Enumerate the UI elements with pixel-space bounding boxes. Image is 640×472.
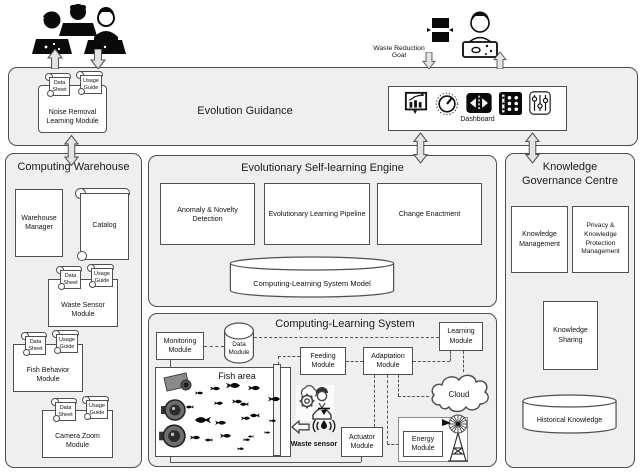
link-adaptation-learning-h [413,361,450,362]
arrow-evolution-warehouse [64,135,79,166]
link-monitoring-data [204,346,224,347]
link-adaptation-energy-v [387,375,388,444]
data-sheet-label: Data Sheet [47,77,70,97]
pump-icon [160,398,186,422]
link-adaptation-cloud-v [398,375,399,396]
data-sheet-label: Data Sheet [58,270,81,290]
evolutionary-learning-pipeline-box: Evolutionary Learning Pipeline [264,183,370,245]
catalog-label: Catalog [77,193,129,261]
sliders-icon [529,91,551,115]
link-adaptation-learning-v [450,351,451,361]
adaptation-module-box: Adaptation Module [363,347,413,375]
privacy-knowledge-protection-box: Privacy & Knowledge Protection Managemen… [572,206,629,273]
dashboard-box: Dashboard [388,86,567,131]
knowledge-sharing-box: Knowledge Sharing [543,301,598,370]
arrow-up-developers [47,49,63,69]
gauge-icon [435,92,459,115]
line-bottom-actuator [361,457,362,462]
waste-sensor-icon [312,407,336,437]
cloud-shape: Cloud [428,371,490,414]
line-bottom [170,462,361,463]
link-feeding-adaptation [346,361,363,362]
link-adaptation-actuator [374,375,375,427]
link-adaptation-cloud-h [398,396,429,397]
sensor-strip [273,364,281,456]
anomaly-novelty-detection-box: Anomaly & Novelty Detection [160,183,255,245]
link-adaptation-energy-h [387,444,403,445]
computing-warehouse-title: Computing Warehouse [17,161,130,173]
usage-guide-label: Usage Guide [54,334,78,354]
camera-icon [162,372,194,396]
cloud-label: Cloud [449,390,470,399]
feeding-module-box: Feeding Module [300,347,346,375]
dashboard-label: Dashboard [460,116,495,123]
actuator-module-box: Actuator Module [341,427,383,457]
computing-learning-system-title: Computing-Learning System [275,318,415,330]
waste-sensor-usage-guide-scroll: Usage Guide [87,264,114,288]
pump-icon [158,423,186,449]
camera-zoom-usage-guide-scroll: Usage Guide [82,396,109,420]
dashboard-icons [404,91,551,115]
waste-reduction-goal-label: Waste Reduction Goal [373,45,425,60]
data-module-cylinder: Data Module [224,322,254,364]
camera-zoom-data-sheet-scroll: Data Sheet [51,398,77,422]
flow-left-arrow-icon [291,420,310,434]
data-sheet-label: Data Sheet [23,336,46,356]
data-sheet-label: Data Sheet [53,402,76,422]
fish-school [186,382,280,451]
waste-sensor-data-sheet-scroll: Data Sheet [56,266,82,290]
link-feeding-fisharea-v [278,356,279,365]
operator-icon [456,11,504,60]
chart-icon [404,91,428,115]
waste-reduction-goal-icon [427,16,453,45]
change-enactment-box: Change Enactment [377,183,482,245]
fish-area-label: Fish area [218,371,256,381]
noise-removal-data-sheet-scroll: Data Sheet [45,73,71,97]
maintenance-worker-icon [296,385,334,421]
usage-guide-label: Usage Guide [84,400,108,420]
selflearning-engine-title: Evolutionary Self-learning Engine [241,162,404,174]
noise-removal-usage-guide-scroll: Usage Guide [76,71,103,95]
arrow-down-developers [90,49,106,69]
warehouse-manager-box: Warehouse Manager [15,189,63,257]
developers-icon [30,3,126,57]
dot-grid-icon [499,91,522,115]
knowledge-management-box: Knowledge Management [511,206,568,273]
historical-knowledge-label: Historical Knowledge [536,417,603,425]
historical-knowledge-cylinder: Historical Knowledge [521,394,618,434]
arrow-down-operator [422,52,436,69]
evolution-guidance-title: Evolution Guidance [197,105,293,117]
waste-sensor-label: Waste sensor [290,439,338,448]
arrow-evolution-engine [413,132,428,164]
arrow-evolution-governance [525,132,540,164]
windmill-icon [440,413,470,463]
energy-module-box: Energy Module [403,431,443,457]
computing-learning-system-model-cylinder: Computing-Learning System Model [227,256,397,298]
fish-behavior-data-sheet-scroll: Data Sheet [21,332,47,356]
knowledge-governance-title: Knowledge Governance Centre [522,161,618,187]
monitoring-module-box: Monitoring Module [156,332,204,360]
learning-module-box: Learning Module [439,322,483,351]
catalog-scroll: Catalog [75,188,130,261]
link-learning-cloud [463,351,464,372]
link-data-learning [254,337,439,338]
usage-guide-label: Usage Guide [78,75,102,95]
arrow-up-operator [493,52,507,69]
horizontal-adjust-icon [466,93,492,113]
link-feeding-fisharea-h [278,356,300,357]
data-module-label: Data Module [228,340,250,356]
model-store-label: Computing-Learning System Model [253,279,371,289]
usage-guide-label: Usage Guide [89,268,113,288]
fish-behavior-usage-guide-scroll: Usage Guide [52,330,79,354]
